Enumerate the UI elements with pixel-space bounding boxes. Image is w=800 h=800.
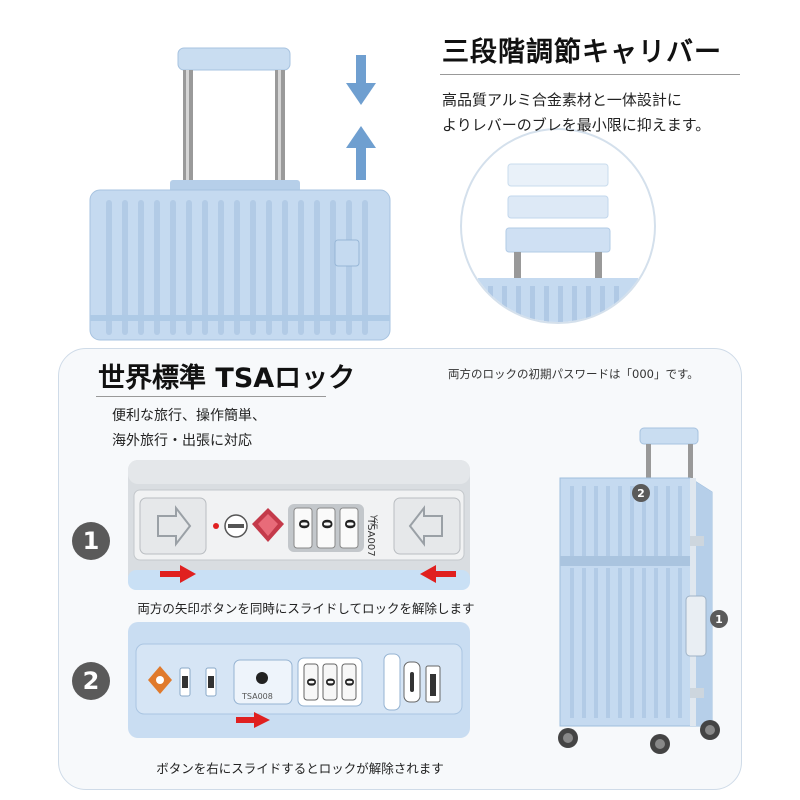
red-arrow-left-icon [420, 565, 456, 583]
dial-digit: 0 [341, 519, 357, 529]
tsa-title-divider [96, 396, 326, 397]
full-suitcase-illustration [558, 427, 720, 754]
arrow-down-icon [346, 55, 376, 105]
suitcase-handle-illustration [89, 47, 391, 341]
dial-digit: 0 [304, 677, 318, 687]
tsa-description: 便利な旅行、操作簡単、 海外旅行・出張に対応 [112, 408, 266, 449]
dial-digit: 0 [323, 677, 337, 687]
step2-caption: ボタンを右にスライドするとロックが解除されます [156, 761, 444, 776]
step-number-1: 1 [72, 522, 110, 560]
callout-2: 2 [632, 484, 650, 502]
lock-model-label: TSA008 [242, 692, 273, 701]
dial-digit: 0 [342, 677, 356, 687]
lock-step1-illustration [128, 460, 470, 590]
title-divider [440, 74, 740, 75]
lock-model-label: TSA007 [365, 518, 376, 557]
lock-step2-illustration [128, 622, 470, 738]
dial-digit: 0 [295, 519, 311, 529]
tsa-title: 世界標準 TSAロック [98, 363, 356, 394]
password-note: 両方のロックの初期パスワードは「000」です。 [448, 367, 699, 381]
handle-zoom-illustration [460, 128, 656, 324]
handle-description: 高品質アルミ合金素材と一体設計に よりレバーのブレを最小限に抑えます。 [442, 91, 711, 134]
handle-title: 三段階調節キャリバー [442, 37, 722, 68]
dial-digit: 0 [318, 519, 334, 529]
step1-caption: 両方の矢印ボタンを同時にスライドしてロックを解除します [137, 601, 475, 616]
red-arrow-right-icon [236, 712, 270, 728]
arrow-up-icon [346, 126, 376, 180]
red-arrow-right-icon [160, 565, 196, 583]
step-number-2: 2 [72, 662, 110, 700]
callout-1: 1 [710, 610, 728, 628]
